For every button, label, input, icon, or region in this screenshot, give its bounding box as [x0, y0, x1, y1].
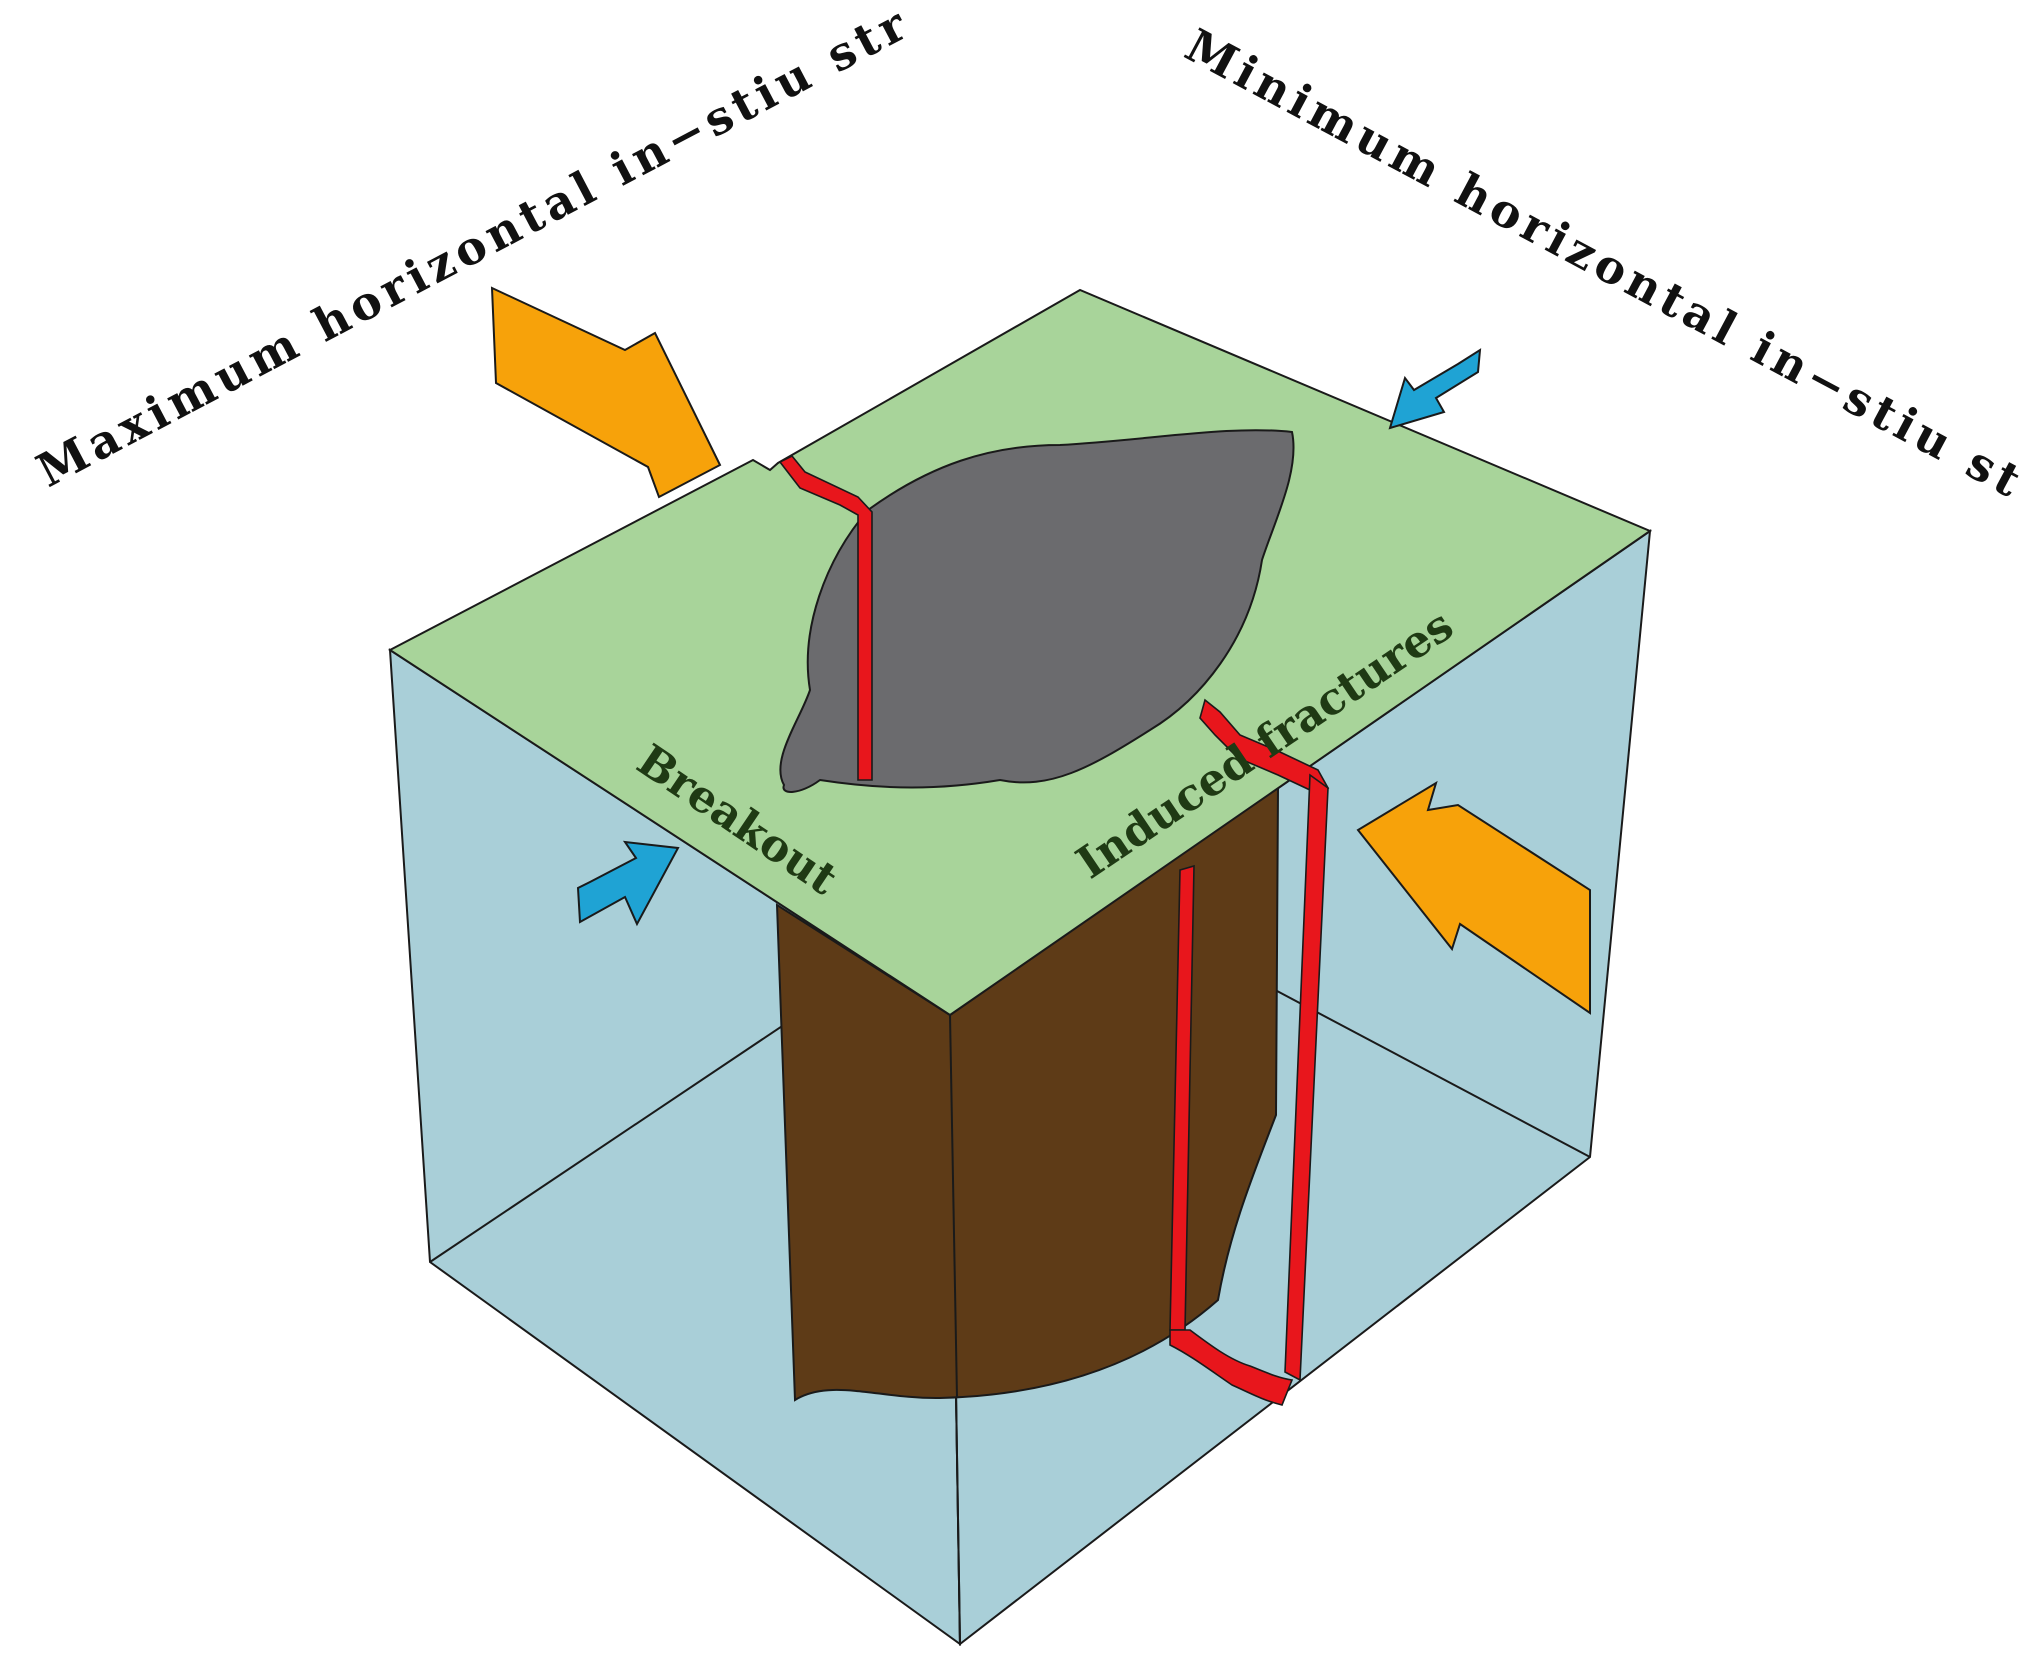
borehole-wall-edge [949, 1014, 958, 1399]
max-stress-arrow-left-icon [490, 286, 722, 499]
min-stress-arrow-left-shape [576, 840, 680, 927]
fracture-top-left [778, 454, 873, 781]
min-stress-arrow-right-shape [1388, 348, 1482, 430]
borehole-wall [775, 785, 1280, 1402]
fracture-vertical-outer [1284, 773, 1329, 1382]
max-stress-label: Maximum horizontal in−stiu stress [0, 0, 919, 498]
induced-fractures [778, 454, 1330, 1406]
fracture-bottom [1169, 1329, 1294, 1406]
borehole-top [779, 429, 1295, 793]
max-stress-arrow-right-shape [1356, 780, 1591, 1015]
